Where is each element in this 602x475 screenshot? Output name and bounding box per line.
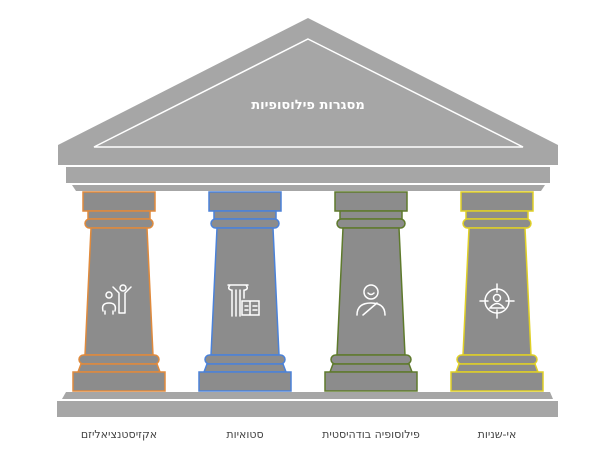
base-slab xyxy=(57,401,558,417)
person-target-icon xyxy=(479,283,515,319)
plinth xyxy=(62,392,553,399)
pillar-label-existentialism: אקזיסטנציאליזם xyxy=(80,428,158,441)
pediment-inner-outline xyxy=(93,38,524,148)
monk-icon xyxy=(356,284,386,316)
pillar-label-nonduality: אי-שניות xyxy=(477,428,517,441)
diagram-title: מסגרות פילוסופיות xyxy=(251,98,365,113)
pillar-nonduality xyxy=(450,191,544,392)
pillar-existentialism xyxy=(72,191,166,392)
pillar-buddhist xyxy=(324,191,418,392)
architrave xyxy=(72,185,545,191)
people-jumping-icon xyxy=(101,284,132,315)
pillar-stoicism xyxy=(198,191,292,392)
entablature xyxy=(66,167,550,183)
column-book-icon xyxy=(227,284,260,317)
pillar-label-buddhist: פילוסופיה בודהיסטית xyxy=(322,428,420,441)
pillar-label-stoicism: סטואיות xyxy=(226,428,264,441)
pediment xyxy=(58,18,558,165)
